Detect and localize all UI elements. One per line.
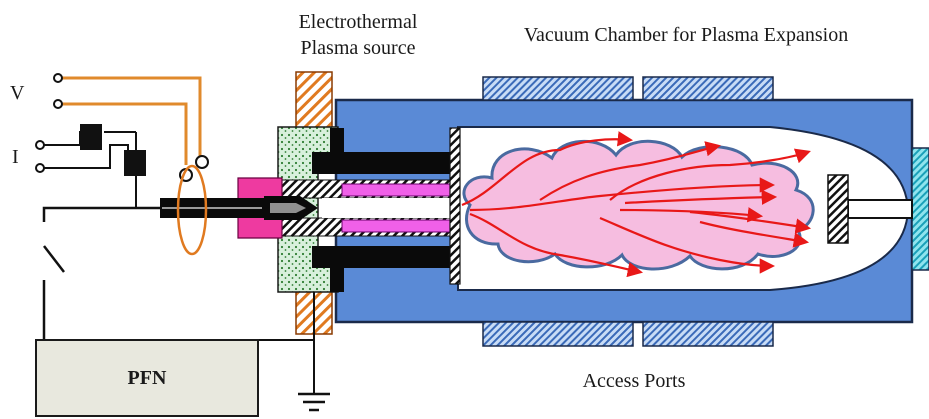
current-label: I bbox=[12, 146, 19, 168]
coil-loop-right bbox=[195, 155, 209, 169]
chamber-label: Vacuum Chamber for Plasma Expansion bbox=[524, 24, 848, 46]
flow-arrow bbox=[609, 148, 811, 201]
flow-arrow bbox=[699, 220, 810, 248]
flow-arrow bbox=[599, 216, 776, 274]
plasma-flow-arrows bbox=[461, 131, 812, 278]
voltage-label: V bbox=[10, 82, 25, 104]
source-flange-top bbox=[295, 71, 333, 133]
pfn-unit: PFN bbox=[35, 339, 259, 417]
plume-cloud bbox=[462, 139, 815, 271]
current-probe-block-1 bbox=[80, 124, 102, 150]
source-label-line1: Electrothermal bbox=[299, 11, 418, 33]
current-probe-block-2 bbox=[124, 150, 146, 176]
electrode-flange-bottom bbox=[330, 266, 344, 292]
flow-arrow bbox=[624, 189, 778, 205]
flow-arrow bbox=[469, 177, 776, 212]
pfn-box bbox=[35, 339, 259, 417]
main-circuit-wire bbox=[42, 206, 160, 222]
target-holder bbox=[827, 174, 913, 244]
electrode-flange-top bbox=[330, 128, 344, 154]
entrance-plate bbox=[449, 127, 461, 285]
flow-arrow bbox=[461, 131, 634, 207]
discharge-switch bbox=[43, 245, 65, 273]
rogowski-coil bbox=[176, 164, 208, 256]
ports-label: Access Ports bbox=[583, 370, 686, 392]
current-terminal-upper bbox=[35, 140, 45, 150]
electrode-block-top bbox=[312, 152, 458, 174]
flow-arrow bbox=[469, 212, 644, 278]
chamber-window bbox=[911, 147, 929, 271]
electrode-block-bottom bbox=[312, 246, 458, 268]
voltage-wire-upper bbox=[62, 76, 202, 165]
current-terminal-lower bbox=[35, 163, 45, 173]
access-port-bottom-right bbox=[642, 321, 774, 347]
ground-symbol bbox=[298, 392, 330, 412]
voltage-terminal-upper bbox=[53, 73, 63, 83]
flow-arrow bbox=[539, 141, 722, 201]
capillary-top bbox=[341, 183, 455, 197]
access-port-top-right bbox=[642, 76, 774, 101]
capillary-bottom bbox=[341, 219, 455, 233]
current-wire-lower bbox=[42, 144, 129, 169]
measurement-circuit bbox=[35, 73, 315, 394]
flow-arrow bbox=[689, 210, 812, 234]
source-label-line2: Plasma source bbox=[301, 37, 416, 59]
electrode-tip-highlight bbox=[270, 203, 306, 213]
plasma-plume bbox=[462, 139, 815, 271]
access-ports bbox=[482, 76, 774, 347]
target-rod bbox=[847, 199, 913, 219]
voltage-terminal-lower bbox=[53, 99, 63, 109]
access-port-bottom-left bbox=[482, 321, 634, 347]
voltage-wire-lower bbox=[62, 102, 188, 165]
access-port-top-left bbox=[482, 76, 634, 101]
target-plate bbox=[827, 174, 849, 244]
capillary-bore bbox=[322, 198, 454, 218]
pfn-label: PFN bbox=[128, 367, 167, 389]
